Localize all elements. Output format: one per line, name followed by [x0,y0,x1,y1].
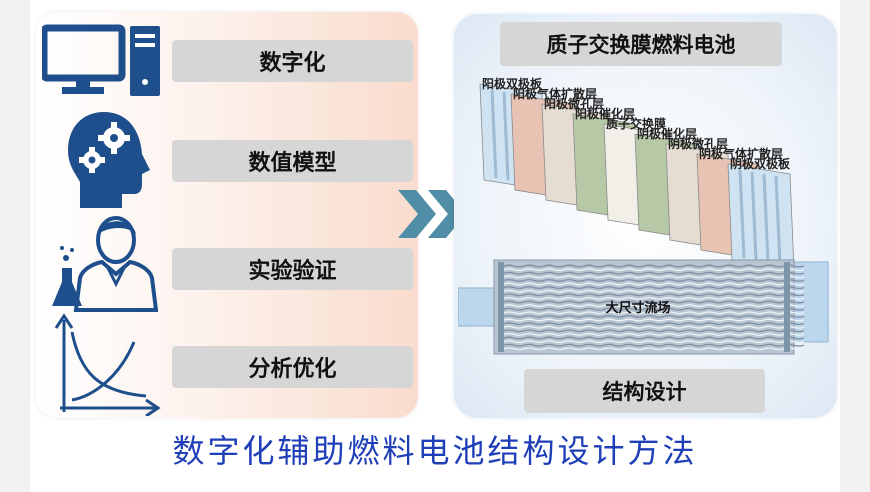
stack-layer-label: 阳极催化层 [575,106,635,121]
flow-channel [503,264,805,268]
right-margin-band [840,0,870,492]
step-label: 数字化 [259,51,326,76]
flow-channel [503,278,805,282]
flow-channel [503,336,805,340]
step-label: 实验验证 [248,259,337,284]
fuel-cell-title: 质子交换膜燃料电池 [500,22,782,66]
flow-channel [503,311,805,315]
flow-channel [503,318,805,322]
flow-channel [503,275,805,279]
flow-channel [503,289,805,293]
flow-channel [503,293,805,297]
flow-channel [503,314,805,318]
membrane-electrode-stack: 阳极双极板阳极气体扩散层阳极微孔层阳极催化层质子交换膜阴极催化层阴极微孔层阴极气… [479,76,794,260]
stack-layer-label: 质子交换膜 [606,116,666,131]
scientist-icon [52,216,158,312]
left-margin-band [0,0,30,492]
stack-layer-label: 阴极气体扩散层 [699,146,783,161]
stack-layer-label: 阳极双极板 [482,76,543,91]
flow-channel [503,282,805,286]
flow-channel [503,325,805,329]
step-experimental-validation: 实验验证 [172,248,413,290]
fuel-cell-title-text: 质子交换膜燃料电池 [546,33,736,57]
stack-layer-label: 阴极双极板 [730,156,791,171]
flow-channel [503,268,805,272]
stack-layer-label: 阴极微孔层 [668,136,728,151]
stack-layer-label: 阴极催化层 [637,126,697,141]
step-digitization: 数字化 [172,40,413,82]
stack-layer [727,163,794,260]
flow-channel [503,304,805,308]
flow-channel [503,340,805,344]
stack-layer-label: 阳极气体扩散层 [513,86,597,101]
flow-channel [503,332,805,336]
bipolar-plate-channel [774,175,782,260]
bipolar-plate-channel [490,89,498,179]
brain-gear-icon [68,112,150,208]
flow-channel [503,307,805,311]
structure-design-label: 结构设计 [602,380,687,404]
flow-channel [503,329,805,333]
flow-field-diagram: 大尺寸流场 [458,259,829,355]
structure-design-box: 结构设计 [524,369,765,413]
flow-channel [503,286,805,290]
bipolar-plate-channel [502,91,510,181]
flow-channel [503,271,805,275]
flow-channel [503,347,805,351]
flow-field-label: 大尺寸流场 [605,300,670,316]
flow-channel [503,322,805,326]
step-analysis-optimization: 分析优化 [172,346,413,388]
step-label: 分析优化 [248,357,337,382]
bipolar-plate-channel [738,169,746,259]
computer-icon [42,24,160,96]
bipolar-plate-channel [762,173,770,260]
diagram-caption: 数字化辅助燃料电池结构设计方法 [172,432,698,470]
bipolar-plate-channel [750,171,758,260]
chart-curve-icon [54,313,161,416]
flow-channel [503,300,805,304]
flow-channel [503,296,805,300]
stack-layer-label: 阳极微孔层 [544,96,604,111]
flow-channel [503,343,805,347]
step-label: 数值模型 [248,151,337,176]
step-numerical-model: 数值模型 [172,140,413,182]
